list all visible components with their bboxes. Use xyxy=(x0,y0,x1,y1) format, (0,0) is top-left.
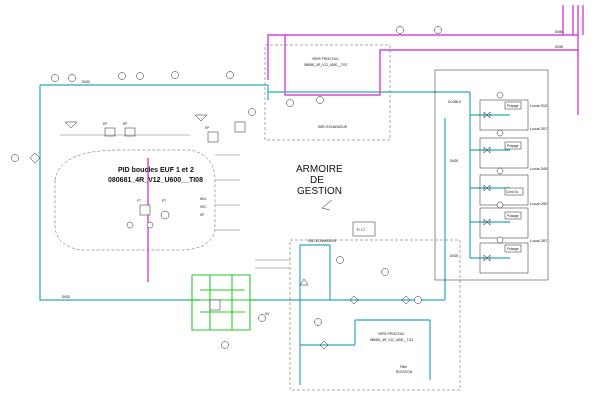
wro-echangeur-label: WRO ECHANGEUR xyxy=(318,125,348,129)
pipe-label-dn32-bottom: DN32 xyxy=(62,295,70,299)
armoire-line3: GESTION xyxy=(297,186,342,197)
instrument-tag-10: HV xyxy=(265,312,270,316)
pipe-label-dn32-left: DN32 xyxy=(82,80,90,84)
pipe-label-dn25-b: DN25 xyxy=(450,254,458,258)
instrument-tag-8: VEC xyxy=(200,205,207,209)
filtre-label-2: ROTATION xyxy=(396,370,413,374)
local-tag-4: Puisage xyxy=(507,214,519,218)
pipe-label-dn50-right: DN50 xyxy=(555,45,563,49)
double-label: DOUBLE xyxy=(448,100,461,104)
local-unit-5: Puisage Local 287 xyxy=(504,238,548,253)
instrument-tag-1: EP xyxy=(103,122,107,126)
auxiliary-lines xyxy=(60,134,290,269)
branch-valves xyxy=(483,91,504,262)
pid-title-block: PID boucles EUF 1 et 2 080681_4R_V12_U60… xyxy=(108,167,203,184)
local-tag-2: Puisage xyxy=(507,144,519,148)
local-boxes-frame xyxy=(434,69,549,281)
local-label-2: Local 307 xyxy=(530,126,548,131)
instrument-tag-7: MCL xyxy=(200,197,207,201)
local-tag-5: Puisage xyxy=(507,247,519,251)
pipe-label-dn50-top: DN50 xyxy=(555,30,563,34)
instrument-tag-4: FT xyxy=(137,199,141,203)
armoire-line1: ARMOIRE xyxy=(296,164,343,175)
armoire-de-gestion: ARMOIRE DE GESTION xyxy=(296,164,343,211)
instrument-tag-6: TI xyxy=(170,167,173,171)
annotations: VERS PROD EUU 080681_4R_V12_U500__TI07 V… xyxy=(304,57,461,374)
instrument-tags: EP EP EP FT PT TI MCL VEC SP HV xyxy=(103,122,270,316)
local-unit-3: Cond Sc Local 345 xyxy=(504,166,548,196)
armoire-line2: DE xyxy=(310,175,324,186)
vers-prod-top: VERS PROD EUU xyxy=(312,57,339,61)
local-label-4: Local 290 xyxy=(530,201,548,206)
instrument-tag-5: PT xyxy=(162,199,166,203)
sno-echangeur-label: SNO ECHANGEUR xyxy=(308,239,337,243)
local-unit-4: Puisage Local 290 xyxy=(504,201,548,220)
instrument-tag-2: EP xyxy=(123,122,127,126)
filtre-label: Filtre xyxy=(400,365,407,369)
pipe-label-dn25-a: DN25 xyxy=(450,159,458,163)
local-unit-2: Puisage Local 307 xyxy=(504,126,548,150)
local-label-1: Local 310 xyxy=(530,103,548,108)
magenta-pipe-network xyxy=(147,5,584,282)
pid-title-line1: PID boucles EUF 1 et 2 xyxy=(118,167,194,174)
local-tag-1: Puisage xyxy=(507,104,519,108)
instrument-tag-9: SP xyxy=(200,213,204,217)
instrument-tag-3: EP xyxy=(205,126,209,130)
ti-label: TI 17 xyxy=(356,227,366,232)
vers-prod-bottom-ref: 080681_4R_V12_U500__TI12 xyxy=(370,338,413,342)
ti-17-box: TI 17 xyxy=(352,221,376,237)
local-tag-3: Cond Sc xyxy=(506,190,519,194)
local-label-5: Local 287 xyxy=(530,238,548,243)
local-label-3: Local 345 xyxy=(530,166,548,171)
instrument-symbols xyxy=(11,26,442,350)
vers-prod-top-ref: 080681_4R_V12_U500__TI07 xyxy=(304,63,347,67)
local-unit-1: Puisage Local 310 xyxy=(504,101,548,110)
vers-prod-bottom: VERS PROD EUU xyxy=(378,332,405,336)
pipe-labels: DN50 DN50 DN32 DN32 DN25 DN25 xyxy=(62,30,563,299)
pid-title-line2: 080681_4R_V12_U600__TI08 xyxy=(108,177,203,184)
